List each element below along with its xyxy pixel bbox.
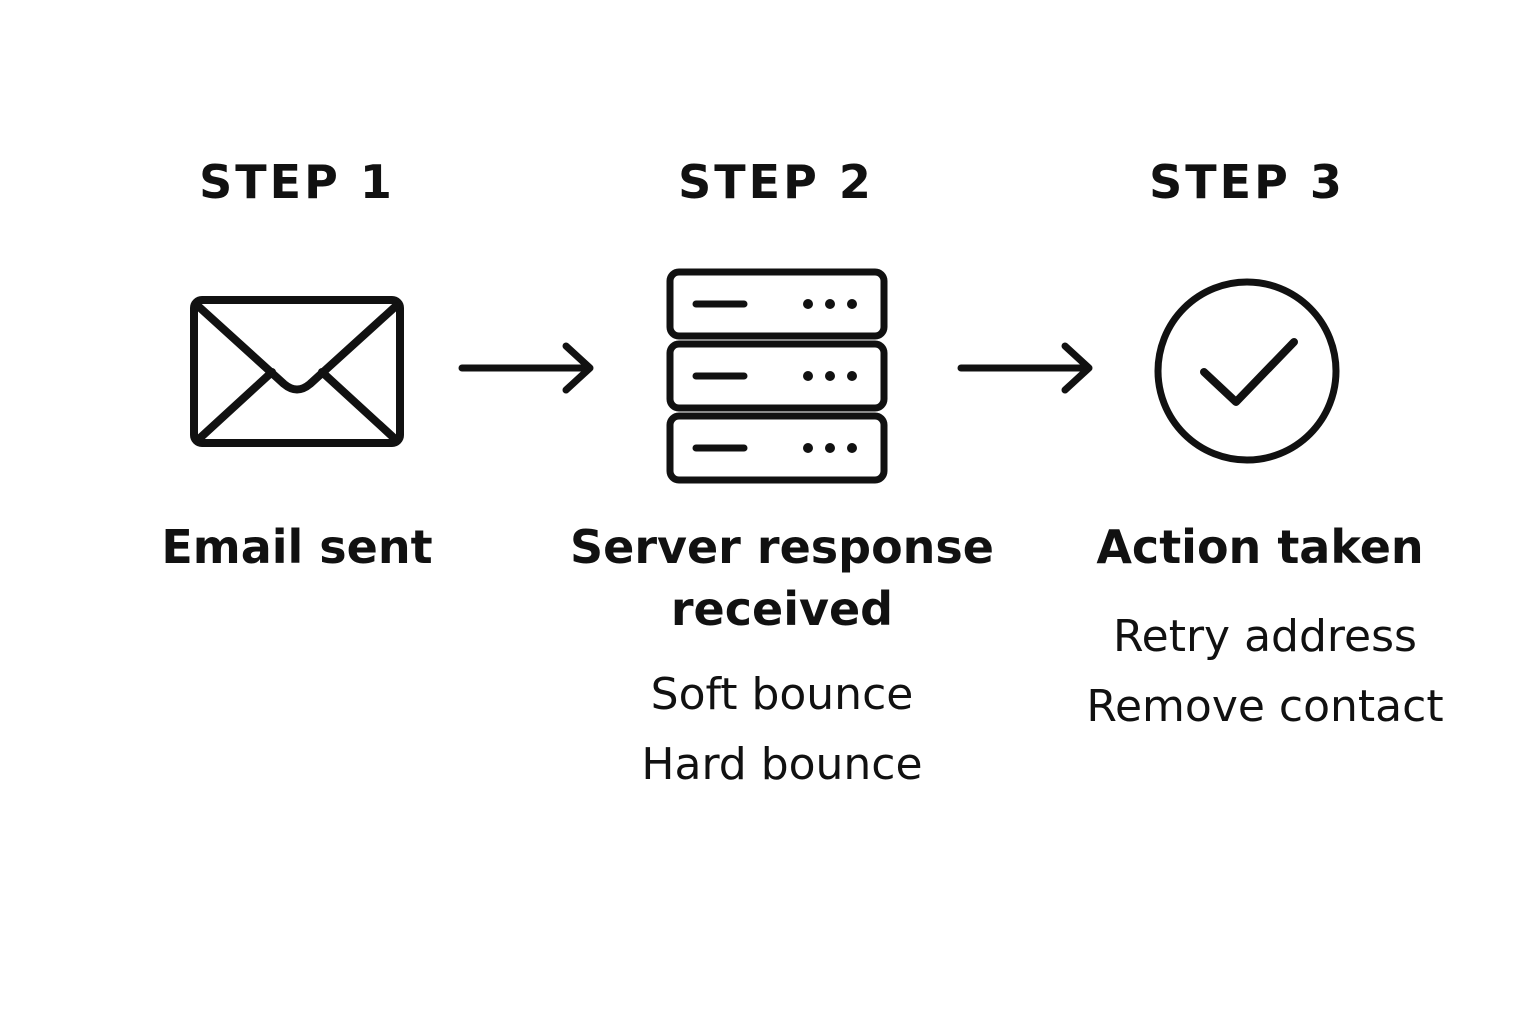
step-3-outcomes: Retry address Remove contact [1005, 602, 1525, 742]
step-1-heading: STEP 1 [199, 155, 395, 209]
outcome-remove-contact: Remove contact [1086, 681, 1444, 732]
check-circle-icon [1154, 278, 1340, 464]
step-3-heading: STEP 3 [1149, 155, 1345, 209]
step-2-heading: STEP 2 [678, 155, 874, 209]
step-3-title-line: Action taken [1096, 520, 1424, 574]
envelope-icon [190, 296, 404, 447]
arrow-right-icon [458, 342, 594, 394]
outcome-soft-bounce: Soft bounce [650, 669, 914, 720]
step-2-title-line-2: received [670, 582, 894, 636]
outcome-hard-bounce: Hard bounce [641, 739, 923, 790]
step-1-title: Email sent [37, 516, 557, 578]
step-2-outcomes: Soft bounce Hard bounce [522, 660, 1042, 800]
step-3-title: Action taken [1000, 516, 1520, 578]
step-2-title-line-1: Server response [569, 520, 995, 574]
arrow-right-icon [957, 342, 1093, 394]
server-icon [666, 268, 888, 484]
step-1-title-line: Email sent [161, 520, 433, 574]
outcome-retry-address: Retry address [1113, 611, 1417, 662]
step-2-title: Server response received [522, 516, 1042, 640]
